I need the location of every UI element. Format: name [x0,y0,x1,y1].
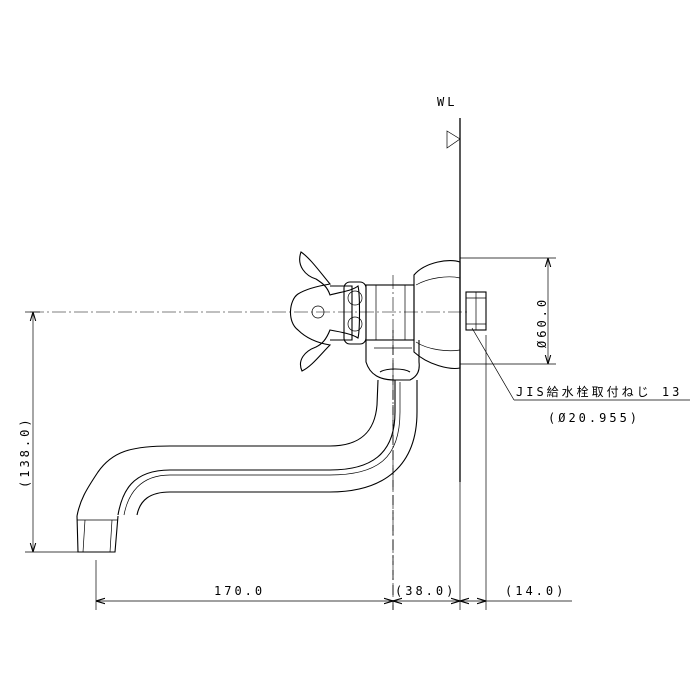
handle [289,251,367,372]
thread-diameter-label: (Ø20.955) [548,411,640,425]
valve-body [365,259,461,381]
body-length-label: (38.0) [395,584,456,598]
water-level-marker: WL [437,95,461,149]
height-dimension: (138.0) [18,311,82,553]
spout-length-label: 170.0 [214,584,265,598]
water-level-label: WL [437,95,457,109]
thread-callout: JIS給水栓取付ねじ 13 (Ø20.955) [471,327,690,425]
flange-diameter-label: Ø60.0 [535,297,549,348]
spout [76,379,418,553]
threaded-connector [465,291,487,331]
thread-spec-label: JIS給水栓取付ねじ 13 [516,384,682,399]
height-label: (138.0) [18,416,32,488]
bottom-dimensions: 170.0 (38.0) (14.0) [95,335,572,610]
wall-length-label: (14.0) [505,584,566,598]
flange-dimension: Ø60.0 [460,257,556,365]
